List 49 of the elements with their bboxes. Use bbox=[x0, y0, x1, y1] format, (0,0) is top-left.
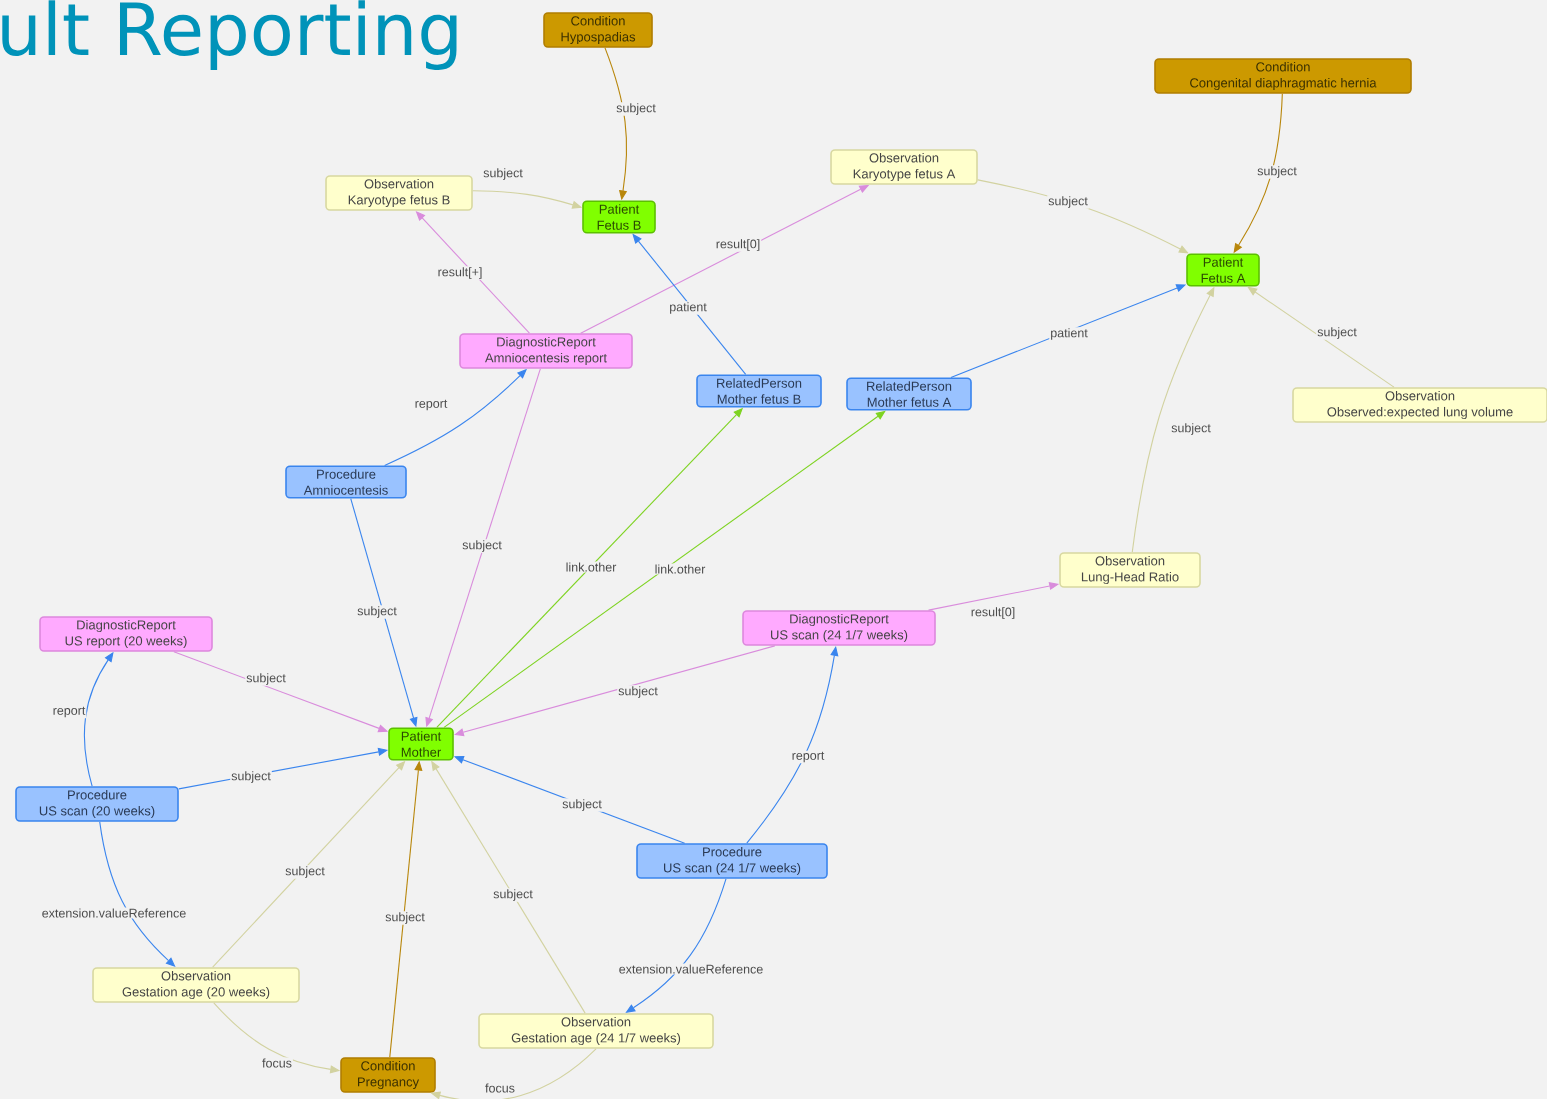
edge-label: extension.valueReference bbox=[617, 963, 765, 975]
observation-box: Observation Lung-Head Ratio bbox=[1059, 552, 1201, 588]
arrow bbox=[443, 410, 886, 728]
report-box: DiagnosticReport Amniocentesis report bbox=[459, 333, 633, 369]
edge-label: patient bbox=[668, 301, 708, 315]
observation-box: Observation Karyotype fetus A bbox=[830, 149, 978, 185]
edge-label: subject bbox=[1047, 195, 1089, 209]
condition-box: Condition Congenital diaphragmatic hernia bbox=[1154, 58, 1412, 94]
edge-label: subject bbox=[384, 911, 426, 925]
procedure-box: RelatedPerson Mother fetus B bbox=[696, 374, 822, 408]
patient-box: Patient Fetus B bbox=[582, 200, 656, 234]
report-box: DiagnosticReport US scan (24 1/7 weeks) bbox=[742, 610, 936, 646]
edge-label: extension.valueReference bbox=[40, 907, 188, 919]
edge-label: focus bbox=[261, 1057, 293, 1069]
edge-label: result[0] bbox=[969, 606, 1017, 620]
edge-label: result[0] bbox=[714, 238, 762, 252]
edge-label: subject bbox=[245, 672, 287, 686]
edge-label: subject bbox=[1256, 165, 1298, 179]
condition-box: Condition Pregnancy bbox=[340, 1057, 436, 1093]
edge-label: subject bbox=[615, 102, 657, 116]
observation-box: Observation Observed:expected lung volume bbox=[1292, 387, 1547, 423]
arrow bbox=[1247, 286, 1395, 388]
procedure-box: Procedure Amniocentesis bbox=[285, 465, 407, 499]
patient-box: Patient Fetus A bbox=[1186, 253, 1260, 287]
observation-box: Observation Gestation age (20 weeks) bbox=[92, 967, 300, 1003]
edge-label: subject bbox=[561, 798, 603, 812]
edge-label: patient bbox=[1049, 327, 1089, 341]
edge-label: subject bbox=[482, 167, 524, 181]
edge-label: subject bbox=[1316, 326, 1358, 340]
edge-label: subject bbox=[230, 770, 272, 784]
edge-label: subject bbox=[461, 539, 503, 553]
edge-label: subject bbox=[284, 865, 326, 879]
edge-label: link.other bbox=[564, 561, 618, 573]
edge-label: subject bbox=[617, 685, 659, 699]
edge-label: subject bbox=[1170, 422, 1212, 436]
procedure-box: RelatedPerson Mother fetus A bbox=[846, 377, 972, 411]
edge-label: result[+] bbox=[436, 266, 484, 280]
edge-label: subject bbox=[356, 605, 398, 619]
edge-label: subject bbox=[492, 888, 534, 902]
procedure-box: Procedure US scan (20 weeks) bbox=[15, 786, 179, 822]
report-box: DiagnosticReport US report (20 weeks) bbox=[39, 616, 213, 652]
observation-box: Observation Gestation age (24 1/7 weeks) bbox=[478, 1013, 714, 1049]
procedure-box: Procedure US scan (24 1/7 weeks) bbox=[636, 843, 828, 879]
edge-label: focus bbox=[484, 1082, 516, 1094]
observation-box: Observation Karyotype fetus B bbox=[325, 175, 473, 211]
patient-box: Patient Mother bbox=[388, 727, 454, 761]
edge-label: link.other bbox=[653, 563, 707, 575]
title: ult Reporting bbox=[2, 0, 457, 70]
condition-box: Condition Hypospadias bbox=[543, 12, 653, 48]
